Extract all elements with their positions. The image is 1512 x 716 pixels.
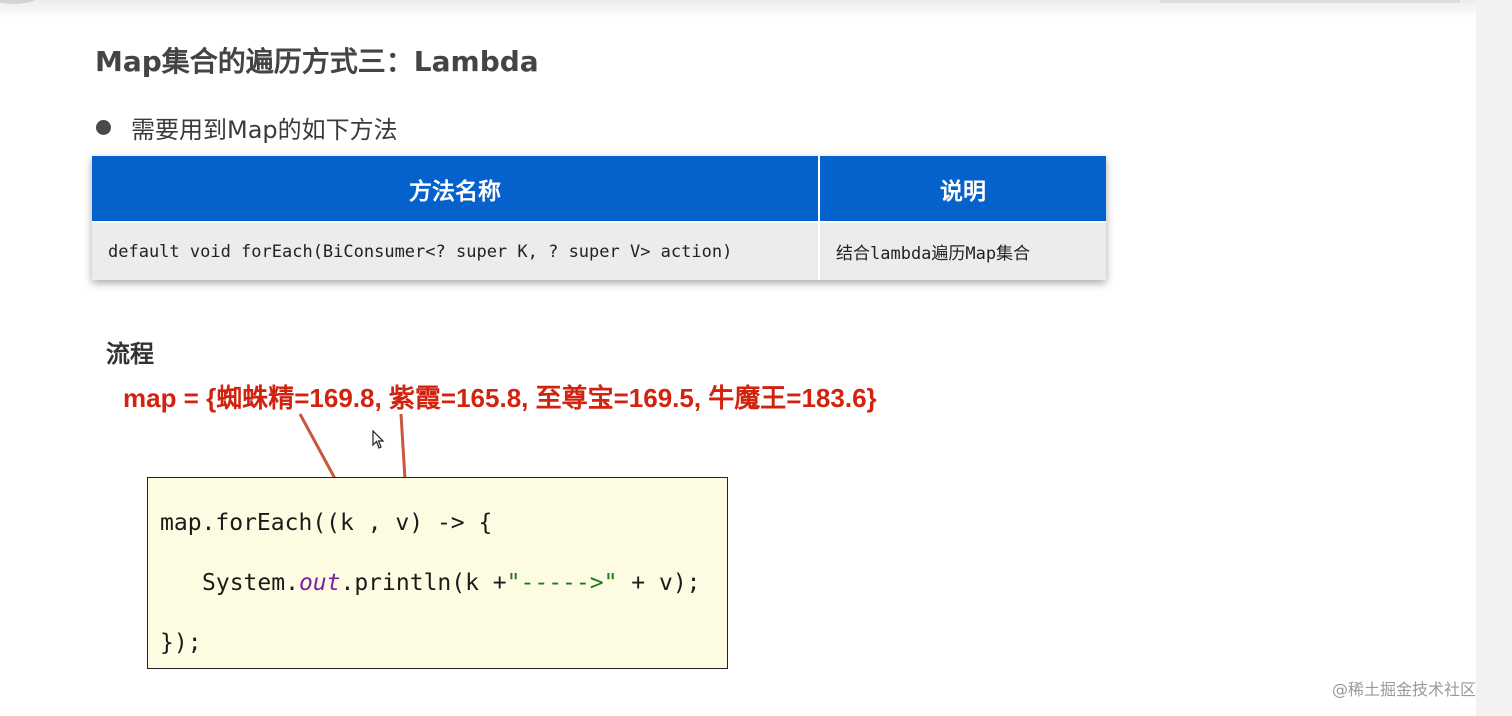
flow-label: 流程	[106, 340, 154, 368]
window-corner	[0, 0, 42, 4]
right-margin-strip	[1476, 0, 1512, 716]
table-header-row: 方法名称 说明	[92, 156, 1106, 222]
watermark: @稀土掘金技术社区	[1332, 680, 1477, 699]
mouse-cursor-icon	[372, 430, 385, 449]
table-row: default void forEach(BiConsumer<? super …	[92, 221, 1106, 280]
code-println: .println(k +	[340, 570, 507, 596]
methods-table: 方法名称 说明 default void forEach(BiConsumer<…	[92, 156, 1106, 280]
map-contents: map = {蜘蛛精=169.8, 紫霞=165.8, 至尊宝=169.5, 牛…	[123, 383, 877, 413]
method-signature-cell: default void forEach(BiConsumer<? super …	[92, 221, 820, 280]
top-shade	[0, 0, 1512, 18]
code-system: System.	[202, 570, 299, 596]
code-line-foreach: map.forEach((k , v) -> {	[160, 510, 493, 536]
bullet-text: 需要用到Map的如下方法	[131, 116, 398, 144]
bullet-item: 需要用到Map的如下方法	[96, 110, 398, 145]
code-line-close: });	[160, 630, 202, 656]
code-line-println: System.out.println(k +"----->" + v);	[202, 570, 701, 596]
code-out-field: out	[298, 570, 341, 596]
slide-title: Map集合的遍历方式三：Lambda	[95, 45, 539, 78]
code-block: map.forEach((k , v) -> { System.out.prin…	[147, 477, 728, 669]
bullet-dot-icon	[96, 120, 111, 135]
code-string-literal: "----->"	[506, 570, 618, 596]
code-suffix: + v);	[617, 570, 701, 596]
header-method-name: 方法名称	[92, 156, 820, 222]
top-bar	[1160, 0, 1460, 3]
method-description-cell: 结合lambda遍历Map集合	[819, 221, 1106, 280]
header-description: 说明	[819, 156, 1106, 222]
